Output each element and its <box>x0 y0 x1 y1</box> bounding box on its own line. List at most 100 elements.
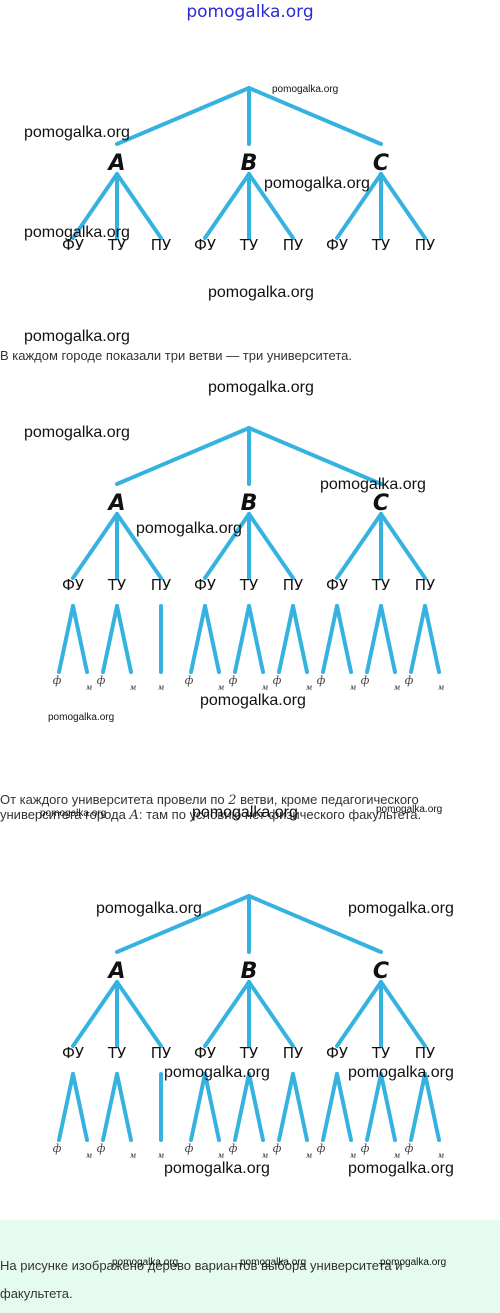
caption-step-2-line-2: университета города A: там по условию не… <box>0 801 500 830</box>
edge-root-city-c <box>247 894 383 954</box>
caption-step-2-part-2: ветви, кроме педагогического <box>236 792 419 807</box>
faculty-label-physics: ф <box>317 1142 326 1155</box>
university-label: ФУ <box>194 236 216 254</box>
faculty-label-physics: ф <box>97 674 106 687</box>
watermark: pomogalka.org <box>348 900 454 917</box>
faculty-label-math: м <box>262 683 269 692</box>
caption-step-1: В каждом городе показали три ветви — три… <box>0 342 500 370</box>
faculty-label-math: м <box>394 683 401 692</box>
watermark: pomogalka.org <box>164 1064 270 1081</box>
university-label: ФУ <box>194 1044 216 1062</box>
watermark: pomogalka.org <box>200 692 306 709</box>
faculty-label-math: м <box>158 1151 165 1160</box>
watermark: pomogalka.org <box>272 84 339 95</box>
summary-line-2: факультета. <box>0 1286 73 1301</box>
faculty-label-physics: ф <box>361 1142 370 1155</box>
faculty-label-math: м <box>262 1151 269 1160</box>
watermark: pomogalka.org <box>320 476 426 493</box>
faculty-label-math: м <box>438 683 445 692</box>
watermark: pomogalka.org <box>264 175 370 192</box>
edge-university-faculty <box>115 604 133 674</box>
faculty-label-math: м <box>86 1151 93 1160</box>
summary-text: На рисунке изображено дерево вариантов в… <box>0 1252 500 1308</box>
edge-university-faculty <box>365 604 383 674</box>
watermark: pomogalka.org <box>40 808 107 819</box>
university-label: ФУ <box>62 1044 84 1062</box>
edge-university-faculty <box>335 604 353 674</box>
edge-university-faculty <box>379 1072 397 1142</box>
edge-university-faculty <box>247 1072 265 1142</box>
city-label-b: B <box>241 959 258 984</box>
watermark: pomogalka.org <box>348 1160 454 1177</box>
faculty-label-physics: ф <box>97 1142 106 1155</box>
faculty-label-physics: ф <box>185 674 194 687</box>
caption-step-2-city: A <box>129 808 139 823</box>
faculty-label-math: м <box>218 683 225 692</box>
edge-university-faculty <box>291 604 309 674</box>
edge-university-faculty <box>321 604 339 674</box>
caption-step-1-text: В каждом городе показали три ветви — три… <box>0 348 353 363</box>
university-label: ПУ <box>415 576 435 594</box>
university-label: ТУ <box>371 1044 390 1062</box>
faculty-label-math: м <box>438 1151 445 1160</box>
edge-university-faculty <box>189 604 207 674</box>
edge-city-university <box>335 172 383 240</box>
summary-line-1: На рисунке изображено дерево вариантов в… <box>0 1258 403 1273</box>
edge-university-faculty <box>203 604 221 674</box>
faculty-label-physics: ф <box>185 1142 194 1155</box>
faculty-label-physics: ф <box>53 674 62 687</box>
edge-city-university <box>379 172 427 240</box>
university-label: ФУ <box>326 576 348 594</box>
edge-city-university <box>71 512 119 580</box>
university-label: ФУ <box>62 236 84 254</box>
university-label: ТУ <box>371 576 390 594</box>
faculty-label-math: м <box>218 1151 225 1160</box>
city-label-b: B <box>241 151 258 176</box>
watermark: pomogalka.org <box>240 1257 307 1268</box>
university-label: ТУ <box>107 576 126 594</box>
faculty-label-physics: ф <box>53 1142 62 1155</box>
university-label: ПУ <box>151 236 171 254</box>
faculty-label-math: м <box>130 683 137 692</box>
edge-root-city-a <box>115 426 251 486</box>
edge-university-faculty <box>423 604 441 674</box>
edge-city-university <box>115 172 163 240</box>
watermark: pomogalka.org <box>112 1257 179 1268</box>
edge-university-faculty <box>409 1072 427 1142</box>
site-header[interactable]: pomogalka.org <box>186 2 314 22</box>
edge-city-university <box>335 980 383 1048</box>
watermark: pomogalka.org <box>24 424 130 441</box>
university-label: ПУ <box>283 236 303 254</box>
edge-city-university <box>247 980 295 1048</box>
edge-university-faculty <box>71 604 89 674</box>
faculty-label-math: м <box>86 683 93 692</box>
edge-university-faculty <box>189 1072 207 1142</box>
watermark: pomogalka.org <box>164 1160 270 1177</box>
university-label: ТУ <box>239 576 258 594</box>
caption-step-2-part-3: университета города <box>0 807 130 822</box>
edge-university-faculty <box>203 1072 221 1142</box>
faculty-label-physics: ф <box>405 1142 414 1155</box>
watermark: pomogalka.org <box>380 1257 447 1268</box>
edge-university-faculty <box>321 1072 339 1142</box>
caption-step-2: От каждого университета провели по 2 вет… <box>0 786 500 830</box>
watermark: pomogalka.org <box>348 1064 454 1081</box>
watermark: pomogalka.org <box>136 520 242 537</box>
edge-university-faculty <box>277 1072 295 1142</box>
faculty-label-math: м <box>306 1151 313 1160</box>
faculty-label-math: м <box>158 683 165 692</box>
university-label: ТУ <box>107 236 126 254</box>
faculty-label-physics: ф <box>405 674 414 687</box>
edge-city-university <box>71 172 119 240</box>
edge-city-university <box>247 512 295 580</box>
city-label-b: B <box>241 491 258 516</box>
caption-step-2-part-4: : там по условию нет физического факульт… <box>138 807 422 822</box>
city-label-c: C <box>373 491 389 516</box>
university-label: ТУ <box>239 1044 258 1062</box>
edge-university-faculty <box>277 604 295 674</box>
city-label-a: A <box>106 959 125 984</box>
edge-university-faculty <box>115 1072 133 1142</box>
edge-city-university <box>203 980 251 1048</box>
edge-university-faculty <box>247 604 265 674</box>
edge-university-faculty <box>379 604 397 674</box>
